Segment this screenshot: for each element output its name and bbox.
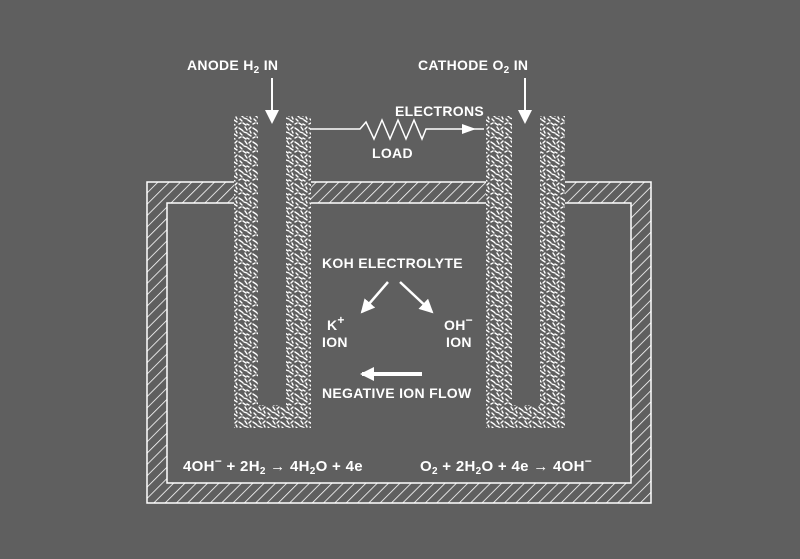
anode-equation-part: − [214, 454, 223, 468]
anode-equation-part: O + 4e [315, 458, 363, 475]
k-symbol: K [327, 317, 338, 333]
anode-label-sub: 2 [253, 65, 260, 76]
anode-label: ANODE H2 IN [187, 58, 278, 76]
cathode-equation: O2 + 2H2O + 4e → 4OH− [420, 455, 592, 477]
cathode-equation-part: O [420, 458, 432, 475]
cathode-equation-part: 2 [431, 466, 438, 477]
oh-symbol: OH [444, 317, 466, 333]
cathode-label-suffix: IN [509, 57, 529, 73]
k-charge: + [337, 313, 345, 327]
k-ion-symbol: K+ [327, 314, 345, 332]
electrons-label: ELECTRONS [395, 103, 485, 119]
electrolyte-label: KOH ELECTROLYTE [322, 255, 463, 271]
anode-equation-part: → 4H [265, 458, 310, 475]
anode-electrode [234, 110, 311, 428]
cathode-electrode [486, 110, 565, 428]
cathode-equation-part: − [584, 454, 593, 468]
cathode-label-text: CATHODE O [418, 57, 504, 73]
anode-equation-part: + 2H [222, 458, 260, 475]
load-label: LOAD [372, 145, 413, 161]
oh-ion-arrow [399, 281, 434, 314]
cathode-equation-part: + 2H [437, 458, 476, 475]
k-ion-arrow [360, 281, 389, 314]
cathode-label-sub: 2 [503, 65, 510, 76]
oh-charge: − [465, 313, 473, 327]
electrolyte-container [146, 181, 652, 504]
anode-label-text: ANODE H [187, 57, 254, 73]
cathode-equation-part: 2 [475, 466, 482, 477]
cathode-equation-part: O + 4e → 4OH [481, 458, 585, 475]
negative-ion-flow-label: NEGATIVE ION FLOW [322, 385, 472, 401]
load-resistor-wire [311, 118, 484, 141]
anode-equation: 4OH− + 2H2 → 4H2O + 4e [183, 455, 363, 477]
k-ion-word: ION [322, 334, 348, 350]
anode-equation-part: 2 [259, 466, 266, 477]
oh-ion-word: ION [446, 334, 472, 350]
electron-flow-arrowhead [462, 124, 476, 134]
anode-label-suffix: IN [259, 57, 279, 73]
cathode-label: CATHODE O2 IN [418, 58, 528, 76]
oh-ion-symbol: OH− [444, 314, 473, 332]
anode-equation-part: 4OH [183, 458, 215, 475]
anode-equation-part: 2 [309, 466, 316, 477]
